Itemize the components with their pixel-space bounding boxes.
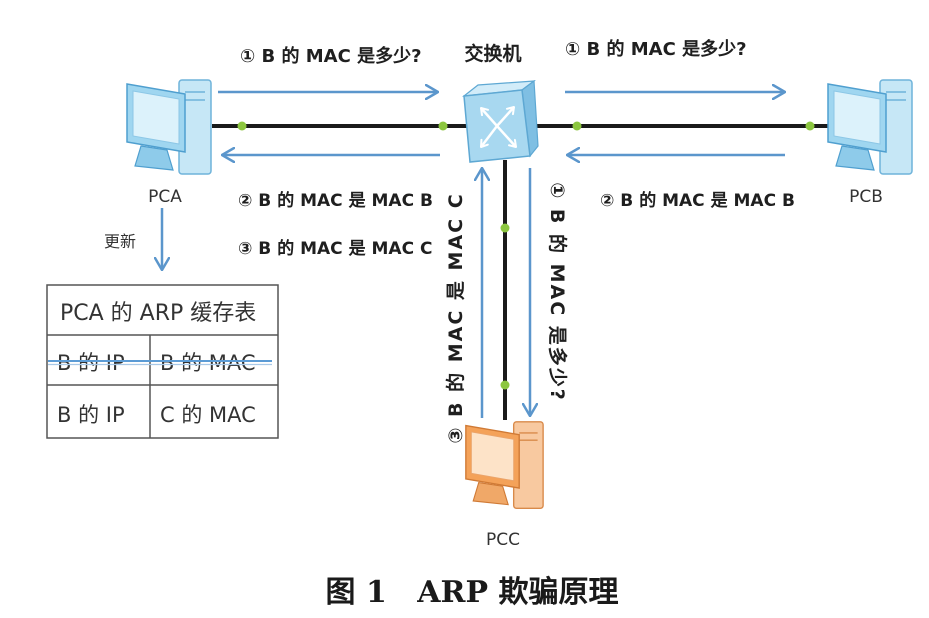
port-dot-pca [237, 121, 247, 131]
pcc-computer-icon [465, 421, 544, 510]
pcb-request-label: ① B 的 MAC 是多少? [565, 38, 747, 60]
pc-screen [470, 431, 515, 482]
pcb-reply-label: ② B 的 MAC 是 MAC B [600, 190, 795, 211]
table-cell-ip: B 的 IP [57, 403, 125, 427]
pca-reply-c-label: ③ B 的 MAC 是 MAC C [238, 238, 432, 259]
switch-arrow [480, 125, 498, 148]
table-cell-mac: B 的 MAC [160, 351, 256, 375]
pcc-request-label: ① B 的 MAC 是多少? [546, 182, 569, 402]
pc-screen [132, 90, 180, 145]
pca-request-label: ① B 的 MAC 是多少? [240, 45, 422, 67]
figure-caption: 图 1 ARP 欺骗原理 [326, 575, 619, 610]
port-dot-switch-right [572, 121, 582, 131]
table-frame [46, 284, 279, 439]
port-dot-pcc [500, 380, 510, 390]
table-row-strikethrough [48, 360, 272, 366]
switch-arrow [496, 125, 517, 148]
switch-arrow [496, 106, 515, 127]
pca-label: PCA [148, 187, 182, 207]
figure-title: ARP 欺骗原理 [416, 575, 618, 610]
pcc-label: PCC [486, 530, 520, 550]
pca-reply-b-label: ② B 的 MAC 是 MAC B [238, 190, 433, 211]
arp-cache-table: PCA 的 ARP 缓存表 B 的 IP B 的 MAC B 的 IP C 的 … [46, 284, 279, 439]
cache-update-label: 更新 [104, 232, 136, 251]
switch-arrow [480, 107, 498, 127]
figure-number: 图 1 [326, 575, 387, 610]
table-cell-ip: B 的 IP [57, 351, 125, 375]
pcc-reply-label: ③ B 的 MAC 是 MAC C [444, 192, 467, 443]
pcb-computer-icon [827, 79, 913, 175]
pc-stand [134, 145, 174, 171]
switch-label: 交换机 [464, 42, 521, 65]
pc-stand [472, 481, 509, 506]
switch-icon [461, 79, 539, 163]
pc-stand [835, 145, 875, 171]
table-title: PCA 的 ARP 缓存表 [60, 301, 256, 326]
port-dot-pcb [805, 121, 815, 131]
table-cell-mac: C 的 MAC [160, 403, 256, 427]
port-dot-switch-left [438, 121, 448, 131]
pcb-label: PCB [849, 187, 883, 207]
pca-computer-icon [126, 79, 212, 175]
port-dot-switch-bottom [500, 223, 510, 233]
pc-screen [833, 90, 881, 145]
